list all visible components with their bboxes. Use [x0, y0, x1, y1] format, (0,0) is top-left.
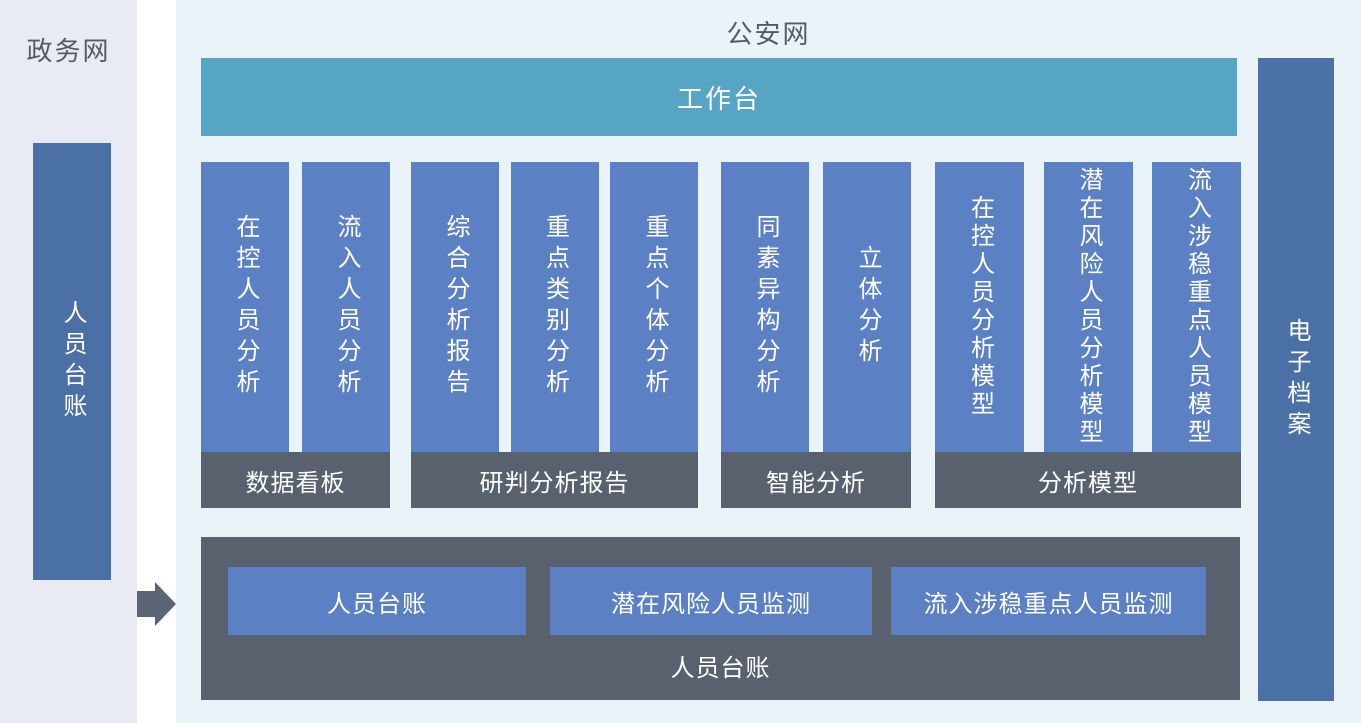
module-bar-controlled-personnel-analysis[interactable]: 在控人员分析 [201, 162, 289, 452]
gov-network-panel: 政务网 人员台账 [0, 0, 137, 723]
personnel-ledger-sidebar-label: 人员台账 [59, 299, 86, 424]
module-bar-key-category-analysis[interactable]: 重点类别分析 [510, 162, 599, 452]
module-bar-controlled-personnel-model[interactable]: 在控人员分析模型 [935, 162, 1024, 452]
group-footer-data-dashboard: 数据看板 [201, 452, 390, 508]
module-bar-label: 在控人员分析 [232, 214, 259, 400]
group-footer-analysis-report: 研判分析报告 [411, 452, 698, 508]
potential-risk-monitor-button[interactable]: 潜在风险人员监测 [550, 567, 872, 635]
personnel-ledger-button[interactable]: 人员台账 [228, 567, 526, 635]
police-network-title: 公安网 [726, 19, 811, 49]
module-group-analysis-report: 综合分析报告 重点类别分析 重点个体分析 研判分析报告 [411, 162, 698, 508]
module-bar-label: 流入人员分析 [333, 214, 360, 400]
module-bar-comprehensive-analysis-report[interactable]: 综合分析报告 [411, 162, 499, 452]
module-bar-label: 重点个体分析 [641, 214, 668, 400]
module-bar-label: 综合分析报告 [442, 214, 469, 400]
right-arrow-icon [137, 582, 176, 626]
gov-network-title: 政务网 [26, 36, 111, 66]
module-bar-inflow-personnel-analysis[interactable]: 流入人员分析 [302, 162, 390, 452]
group-footer-analysis-model: 分析模型 [935, 452, 1241, 508]
module-bars: 在控人员分析模型 潜在风险人员分析模型 流入涉稳重点人员模型 [935, 162, 1241, 452]
workbench-bar[interactable]: 工作台 [201, 58, 1237, 136]
electronic-archive-bar-label: 电子档案 [1283, 317, 1310, 442]
police-network-panel: 公安网 工作台 在控人员分析 流入人员分析 数据看板 综合分析报告 重点类别 [176, 0, 1361, 723]
personnel-ledger-sidebar[interactable]: 人员台账 [33, 143, 111, 580]
module-bar-label: 立体分析 [854, 245, 881, 369]
module-bars: 在控人员分析 流入人员分析 [201, 162, 390, 452]
module-bar-potential-risk-model[interactable]: 潜在风险人员分析模型 [1043, 162, 1133, 452]
module-bar-label: 潜在风险人员分析模型 [1075, 167, 1102, 447]
module-group-intelligent-analysis: 同素异构分析 立体分析 智能分析 [721, 162, 911, 508]
group-footer-intelligent-analysis: 智能分析 [721, 452, 911, 508]
module-bar-label: 流入涉稳重点人员模型 [1183, 167, 1211, 447]
module-bars: 同素异构分析 立体分析 [721, 162, 911, 452]
module-bar-label: 在控人员分析模型 [966, 195, 994, 419]
module-bar-inflow-key-personnel-model[interactable]: 流入涉稳重点人员模型 [1152, 162, 1241, 452]
module-bar-isomer-analysis[interactable]: 同素异构分析 [721, 162, 809, 452]
inflow-key-personnel-monitor-button[interactable]: 流入涉稳重点人员监测 [891, 567, 1206, 635]
module-bars: 综合分析报告 重点类别分析 重点个体分析 [411, 162, 698, 452]
module-group-data-dashboard: 在控人员分析 流入人员分析 数据看板 [201, 162, 390, 508]
personnel-ledger-box-caption: 人员台账 [670, 655, 771, 682]
module-bar-stereo-analysis[interactable]: 立体分析 [823, 162, 911, 452]
module-bar-key-individual-analysis[interactable]: 重点个体分析 [610, 162, 698, 452]
module-bar-label: 重点类别分析 [541, 214, 569, 400]
module-group-analysis-model: 在控人员分析模型 潜在风险人员分析模型 流入涉稳重点人员模型 分析模型 [935, 162, 1241, 508]
electronic-archive-bar[interactable]: 电子档案 [1258, 58, 1334, 701]
module-bar-label: 同素异构分析 [752, 214, 779, 400]
personnel-ledger-box: 人员台账 潜在风险人员监测 流入涉稳重点人员监测 人员台账 [201, 537, 1240, 700]
